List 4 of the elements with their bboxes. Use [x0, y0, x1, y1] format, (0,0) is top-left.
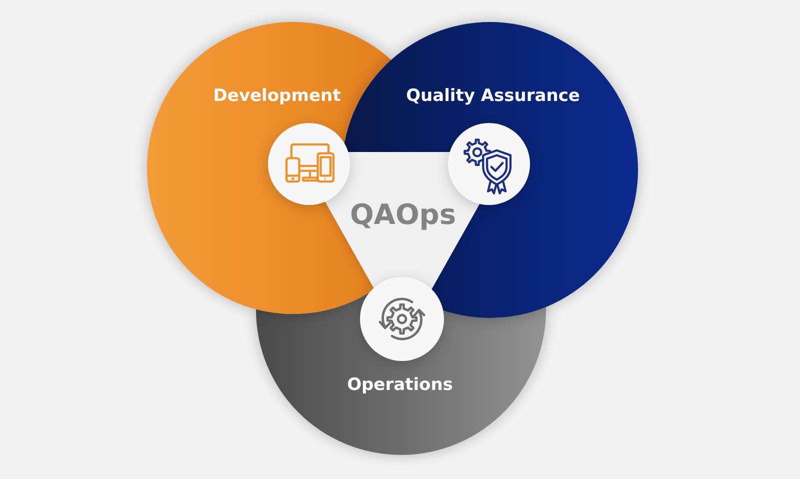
circle-label: Quality Assurance: [406, 86, 580, 106]
circle-label: Development: [213, 86, 341, 106]
circle-label: Operations: [347, 375, 453, 395]
center-label: QAOps: [350, 199, 456, 231]
